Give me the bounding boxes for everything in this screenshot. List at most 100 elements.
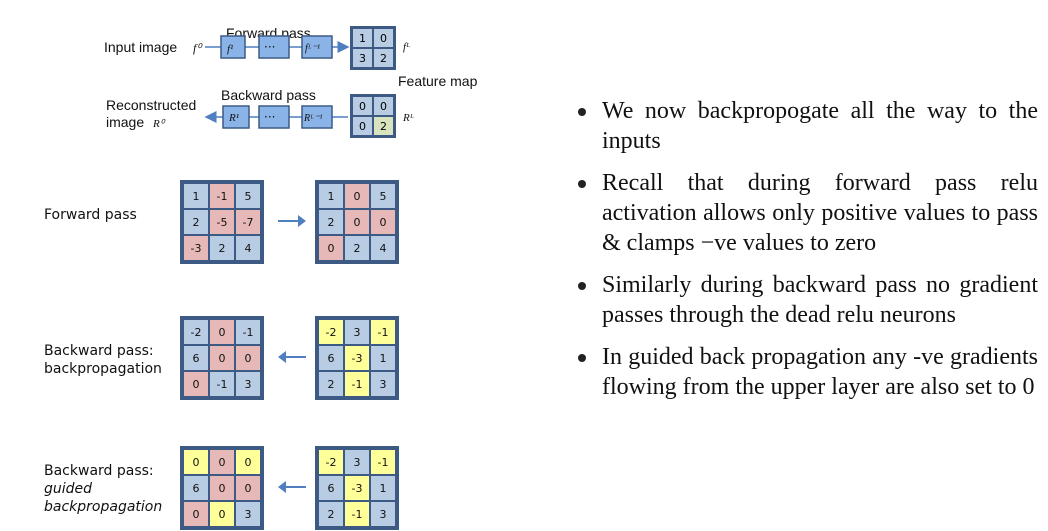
matrix-cell: 5 [236, 184, 260, 208]
matrix-cell: 4 [236, 236, 260, 260]
bullet-2: Recall that during forward pass relu act… [572, 168, 1038, 258]
matrix-cell: 2 [345, 236, 369, 260]
pipeline-diagram: Forward pass Input image f⁰ f¹ ··· fᴸ⁻¹ … [104, 25, 478, 138]
matrix-cell: 2 [319, 502, 343, 526]
fmap-2: 3 [359, 52, 366, 65]
backward-dots: ··· [264, 110, 275, 124]
matrix-cell: 0 [345, 210, 369, 234]
matrix-cell: 0 [236, 450, 260, 474]
matrix-cell: 2 [210, 236, 234, 260]
row-label-forward: Forward pass [44, 207, 137, 223]
row-label-guided: Backward pass: guided backpropagation [44, 463, 163, 515]
bmap-0: 0 [359, 100, 366, 113]
fmap-3: 2 [380, 52, 387, 65]
matrix-cell: 5 [371, 184, 395, 208]
bullet-3: Similarly during backward pass no gradie… [572, 270, 1038, 330]
fmap-1: 0 [380, 32, 387, 45]
matrix-cell: -1 [236, 320, 260, 344]
row-label-backprop: Backward pass: backpropagation [44, 343, 162, 377]
matrix-cell: -1 [345, 502, 369, 526]
matrix-cell: -2 [319, 320, 343, 344]
bmap-3: 2 [380, 120, 387, 133]
matrix-cell: 0 [236, 346, 260, 370]
matrix-cell: 0 [371, 210, 395, 234]
matrix-cell: 3 [345, 320, 369, 344]
matrix-cell: 3 [371, 372, 395, 396]
matrix-cell: -7 [236, 210, 260, 234]
matrix-cell: -1 [210, 372, 234, 396]
matrix-cell: 6 [319, 346, 343, 370]
feature-map-label: Feature map [398, 73, 478, 89]
matrix-cell: 0 [184, 450, 208, 474]
matrix-cell: 1 [184, 184, 208, 208]
matrix-cell: -3 [345, 346, 369, 370]
matrix-cell: 0 [319, 236, 343, 260]
matrix-cell: 0 [236, 476, 260, 500]
matrix-cell: -3 [345, 476, 369, 500]
matrix-cell: 0 [184, 502, 208, 526]
bullet-4: In guided back propagation any -ve gradi… [572, 342, 1038, 402]
matrix-cell: 0 [210, 476, 234, 500]
bullet-1: We now backpropogate all the way to the … [572, 96, 1038, 156]
matrix-cell: -2 [319, 450, 343, 474]
matrix-cell: 0 [210, 346, 234, 370]
f1-label: f¹ [227, 43, 233, 55]
matrix-cell: -1 [345, 372, 369, 396]
matrix-cell: 4 [371, 236, 395, 260]
backward-dots-block [258, 105, 290, 129]
rL1-block [301, 105, 333, 129]
matrix-cell: 6 [184, 476, 208, 500]
matrix-cell: -5 [210, 210, 234, 234]
matrix-cell: -1 [371, 320, 395, 344]
f1-block [220, 35, 246, 59]
matrix-cell: 2 [319, 210, 343, 234]
matrix-cell: 1 [319, 184, 343, 208]
backprop-arrow-icon [278, 351, 306, 363]
fL1-label: fᴸ⁻¹ [305, 43, 320, 54]
matrix-cell: 0 [210, 502, 234, 526]
matrix-cell: 3 [236, 502, 260, 526]
matrix-cell: 3 [371, 502, 395, 526]
bmap-1: 0 [380, 100, 387, 113]
matrix-cell: 2 [184, 210, 208, 234]
matrix-cell: 0 [345, 184, 369, 208]
backward-pass-title: Backward pass [221, 87, 316, 103]
rL1-label: Rᴸ⁻¹ [303, 113, 322, 124]
matrix-cell: -3 [184, 236, 208, 260]
input-image-label: Input image [104, 39, 177, 55]
matrix-cell: 1 [371, 476, 395, 500]
forward-dots: ··· [264, 40, 275, 54]
reconstructed-line2: image [106, 114, 144, 130]
guided-arrow-icon [278, 481, 306, 493]
matrix-cell: 3 [236, 372, 260, 396]
bmap-2: 0 [359, 120, 366, 133]
matrix-cell: 0 [184, 372, 208, 396]
matrix-cell: -2 [184, 320, 208, 344]
forward-arrow-icon [278, 215, 306, 227]
fmap-0: 1 [359, 32, 366, 45]
matrix-cell: 0 [210, 320, 234, 344]
matrix-cell: 0 [210, 450, 234, 474]
recon-symbol: R⁰ [152, 118, 166, 130]
matrix-cell: 6 [319, 476, 343, 500]
reconstructed-line1: Reconstructed [106, 97, 196, 113]
matrix-cell: 2 [319, 372, 343, 396]
matrix-cell: 1 [371, 346, 395, 370]
forward-dots-block [258, 35, 290, 59]
back-symbol: Rᴸ [402, 112, 414, 124]
matrix-cell: 3 [345, 450, 369, 474]
input-symbol: f⁰ [193, 41, 203, 55]
matrix-cell: 6 [184, 346, 208, 370]
r1-label: R¹ [228, 112, 239, 124]
matrix-cell: -1 [371, 450, 395, 474]
bullet-list: We now backpropogate all the way to the … [572, 96, 1038, 414]
r1-block [222, 105, 250, 129]
matrix-cell: -1 [210, 184, 234, 208]
output-symbol: fᴸ [403, 41, 410, 53]
